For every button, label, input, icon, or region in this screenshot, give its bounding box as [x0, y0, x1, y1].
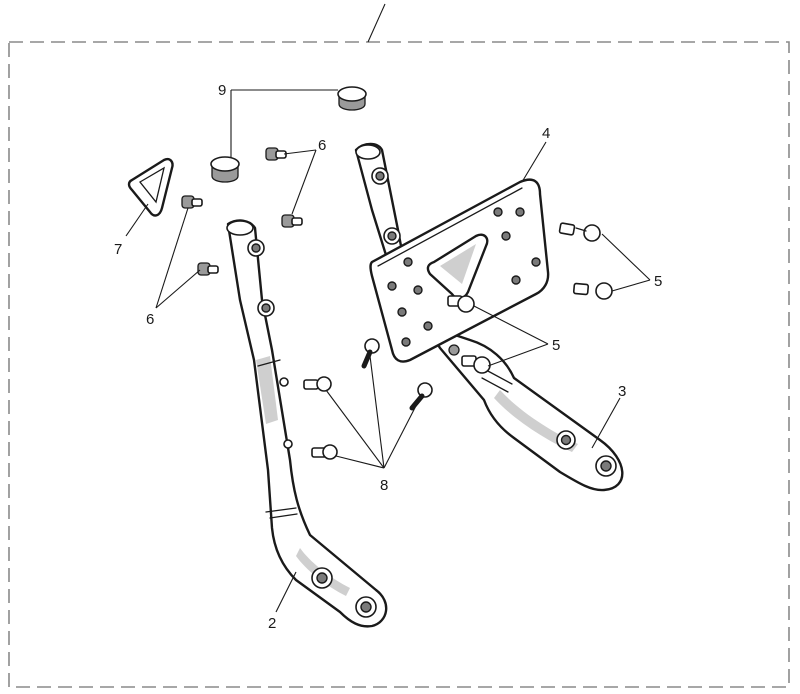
cap-9-left: [210, 156, 240, 183]
kit-frame: [8, 3, 790, 688]
callout-9: 9: [218, 82, 226, 99]
bolt-8-top: [361, 338, 380, 369]
bolt-8-bottom: [311, 444, 338, 460]
bolt-5-upper-right: [558, 222, 601, 242]
callout-7: 7: [114, 241, 122, 258]
callout-4: 4: [542, 125, 550, 142]
bolt-5-lower-right: [572, 282, 613, 300]
callout-6-bottom: 6: [146, 311, 154, 328]
fastener-6-a: [265, 147, 287, 161]
cap-9-right: [337, 86, 367, 111]
mounting-plate: [369, 178, 550, 363]
callout-5-right: 5: [654, 273, 662, 290]
callout-2: 2: [268, 615, 276, 632]
fastener-6-b: [281, 214, 303, 228]
bolt-5-plate-centre: [447, 295, 475, 313]
right-bracket-arm: [354, 142, 624, 492]
callout-5-middle: 5: [552, 337, 560, 354]
bolt-8-right: [409, 382, 433, 411]
callout-8: 8: [380, 477, 388, 494]
triangular-clip: [127, 157, 174, 217]
fastener-6-d: [197, 262, 219, 276]
callout-labels: 9 6 7 6 4 5 5 8 3 2: [114, 82, 662, 632]
fastener-6-c: [181, 195, 203, 209]
bolt-8-left: [303, 376, 332, 392]
callout-6-top: 6: [318, 137, 326, 154]
left-bracket-arm: [226, 219, 388, 628]
leader-lines: [125, 89, 651, 613]
callout-3: 3: [618, 383, 626, 400]
